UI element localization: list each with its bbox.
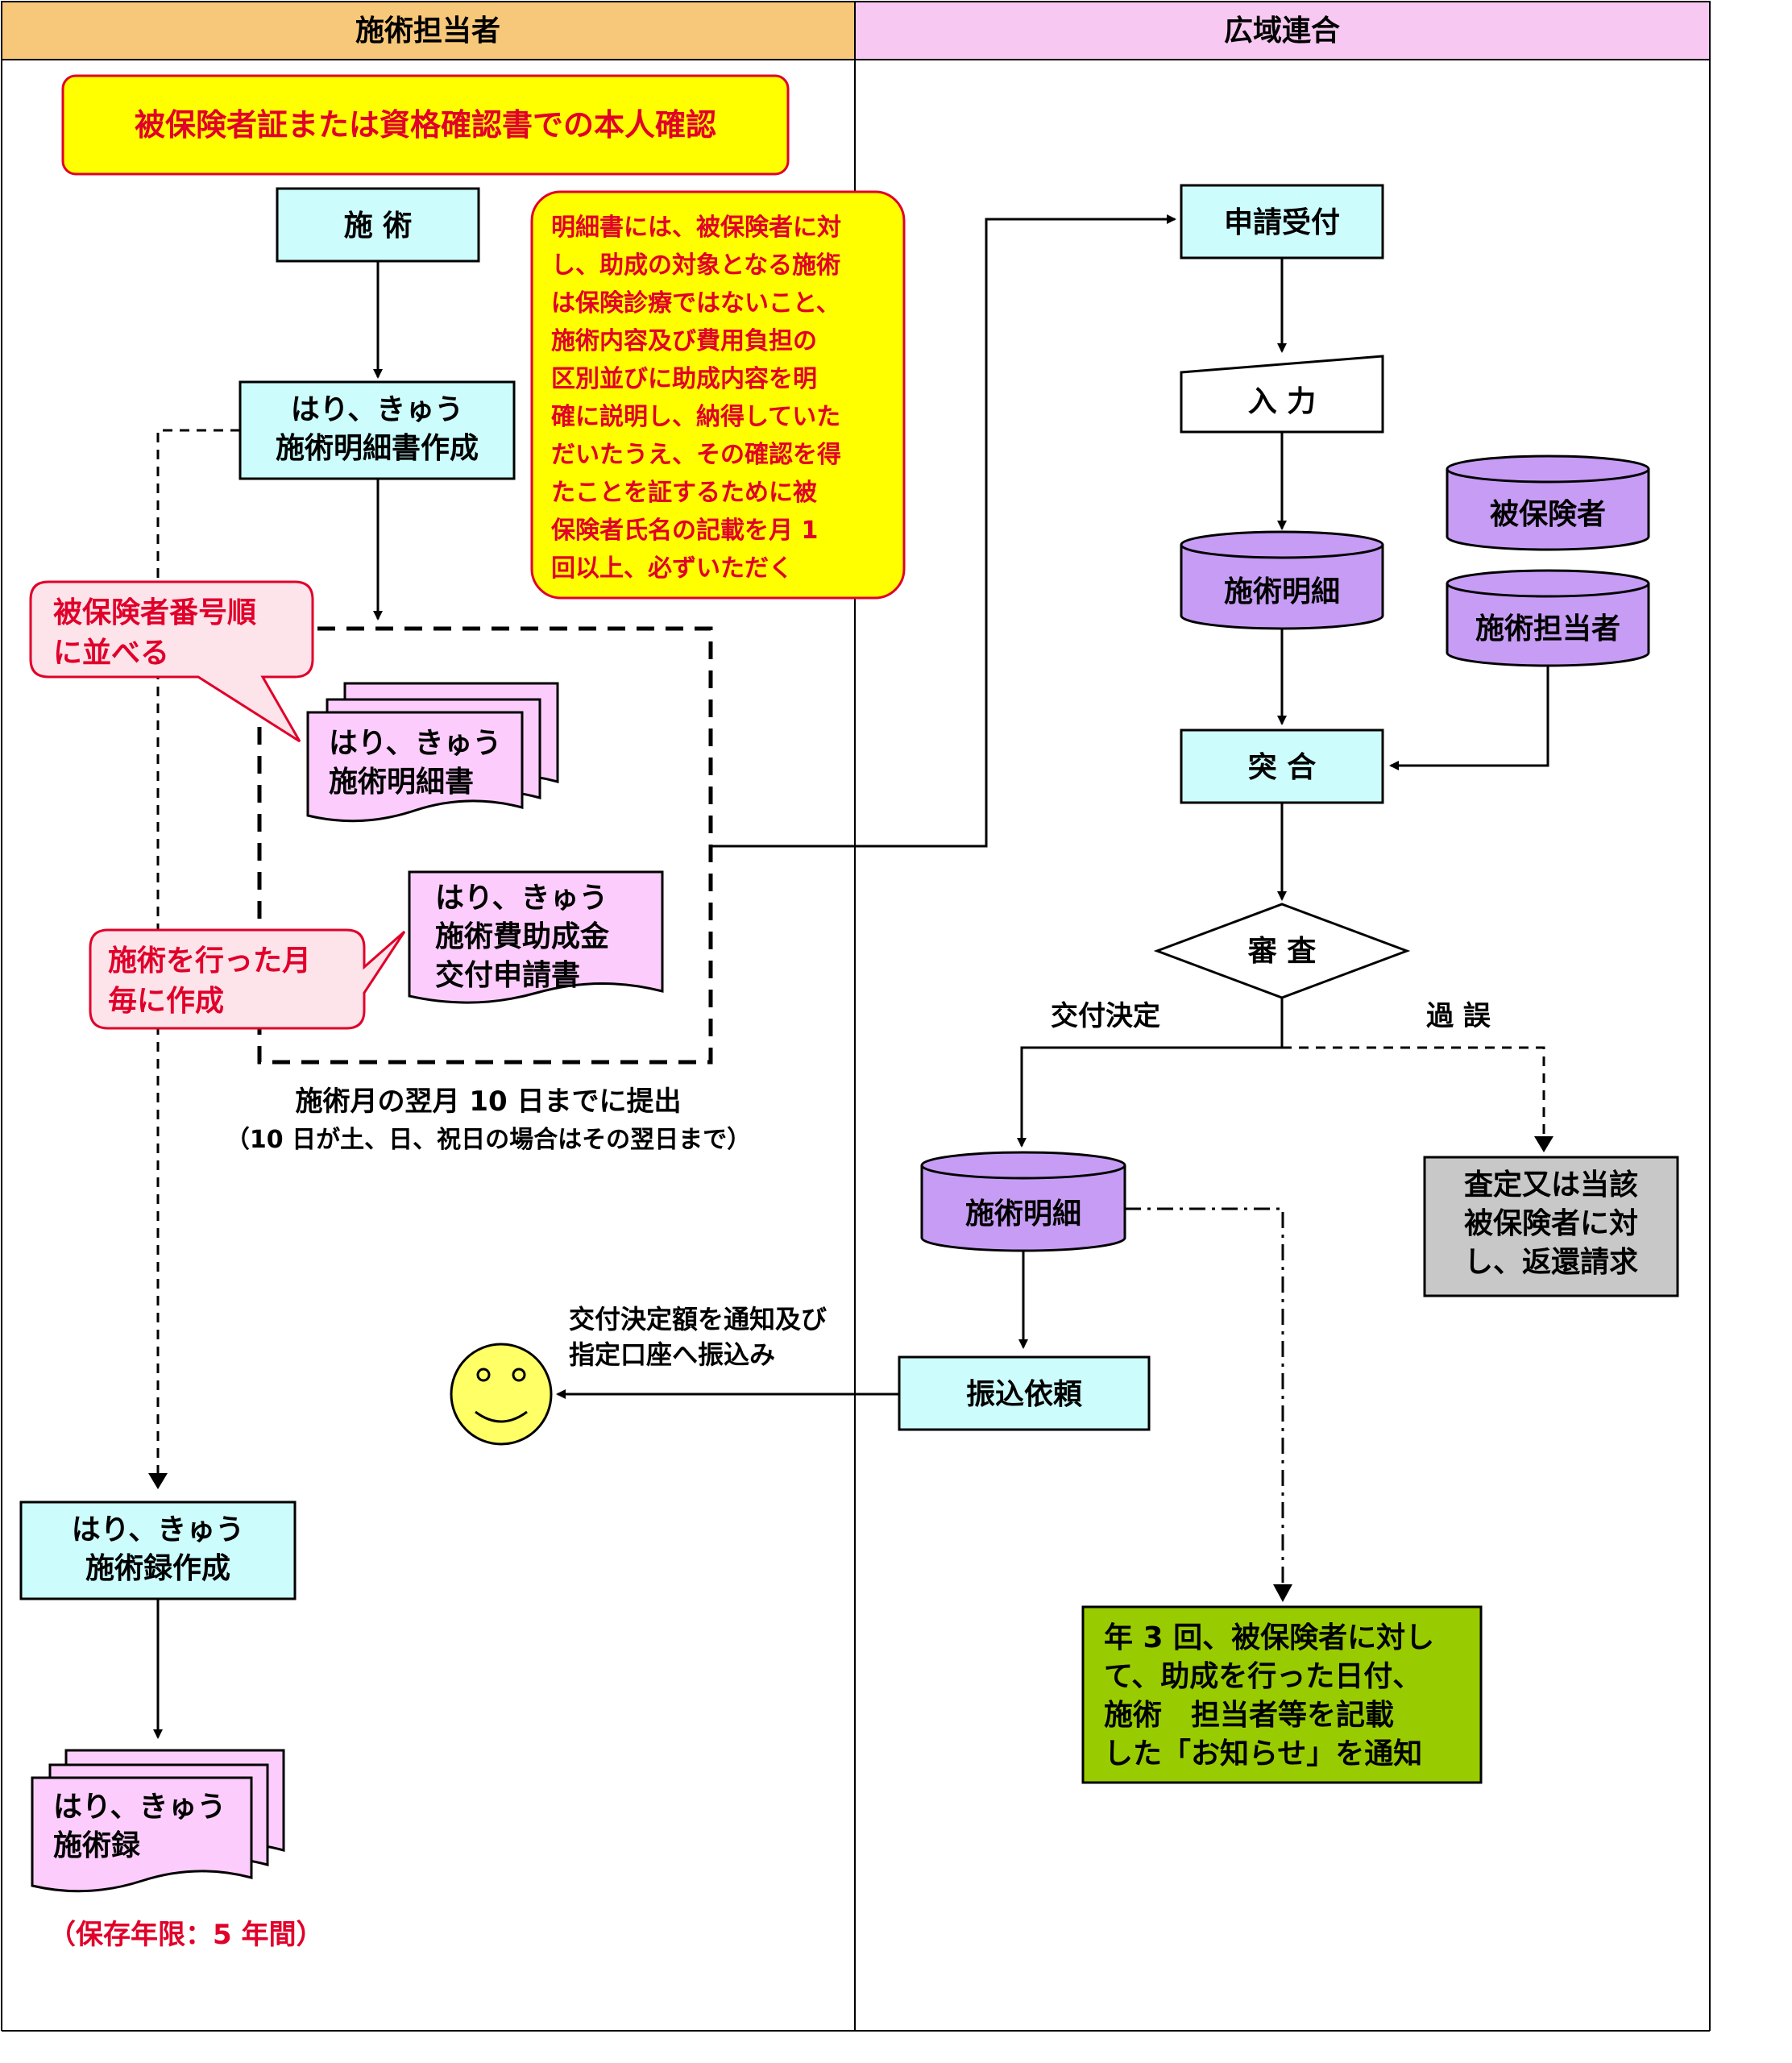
create-record-line2: 施術録作成 — [85, 1552, 230, 1585]
branch-error-label: 過 誤 — [1426, 1000, 1491, 1032]
transfer-text: 振込依頼 — [966, 1378, 1083, 1411]
explanation-note-line: たことを証するために被 — [551, 479, 817, 507]
deadline-text: 施術月の翌月 10 日までに提出 — [296, 1085, 682, 1118]
create-statement-box — [239, 380, 516, 480]
refund-box — [1423, 1156, 1679, 1297]
sort-callout-line1: 被保険者番号順 — [53, 596, 256, 629]
review-text: 審 査 — [1247, 935, 1317, 968]
notice-line3: 施術 担当者等を記載 — [1104, 1699, 1394, 1732]
explanation-note-line: は保険診療ではないこと、 — [551, 289, 840, 318]
create-statement-line2: 施術明細書作成 — [276, 432, 479, 465]
monthly-callout — [89, 928, 406, 1030]
matching-box — [1180, 728, 1384, 804]
dashed-review-arrowhead — [1534, 1136, 1553, 1152]
notice-line1: 年 3 回、被保険者に対し — [1104, 1621, 1434, 1654]
db-statement-body — [1180, 545, 1384, 630]
db-statement2-body — [920, 1165, 1126, 1252]
arrow-review-to-grant — [1017, 1046, 1282, 1148]
branch-grant-label: 交付決定 — [1051, 1000, 1160, 1032]
smiley-icon — [450, 1343, 553, 1446]
explanation-note-line: 区別並びに助成内容を明 — [551, 365, 817, 393]
create-statement-line1: はり、きゅう — [291, 393, 464, 426]
db-statement2-text: 施術明細 — [965, 1198, 1081, 1231]
explanation-note-text: 明細書には、被保険者に対 し、助成の対象となる施術 は保険診療ではないこと、 施… — [551, 214, 849, 583]
db-statement-text: 施術明細 — [1224, 575, 1340, 608]
explanation-note-line: 確に説明し、納得していた — [551, 403, 840, 431]
explanation-note-line: 回以上、必ずいただく — [551, 554, 793, 583]
identity-check-box — [61, 74, 790, 176]
monthly-callout-line2: 毎に作成 — [108, 985, 224, 1018]
sort-callout-line2: に並べる — [53, 637, 169, 670]
transfer-box — [898, 1355, 1151, 1431]
record-doc — [31, 1776, 253, 1893]
retention-text: （保存年限：5 年間） — [48, 1919, 324, 1951]
treatment-text: 施 術 — [344, 210, 413, 243]
dashed-route-to-record — [156, 429, 240, 1486]
db-statement-top — [1180, 530, 1384, 559]
db-statement2-top — [920, 1151, 1126, 1180]
lane-header-left: 施術担当者 — [355, 15, 500, 48]
dashdot-db2-to-notice — [1125, 1207, 1284, 1589]
record-doc-line2: 施術録 — [53, 1829, 141, 1862]
lane-header-left-bg — [1, 1, 856, 60]
input-box — [1180, 355, 1384, 434]
input-text: 入 力 — [1248, 385, 1317, 418]
application-doc-line3: 交付申請書 — [435, 958, 580, 992]
arrow-bundle-to-reception — [711, 214, 1176, 848]
explanation-note-line: 保険者氏名の記載を月 1 — [551, 517, 818, 545]
notify-label-line1: 交付決定額を通知及び — [569, 1304, 827, 1335]
explanation-note-line: し、助成の対象となる施術 — [551, 251, 840, 280]
application-doc — [408, 870, 664, 1004]
db-insured-top — [1446, 455, 1650, 484]
lane-header-right: 広域連合 — [1224, 15, 1340, 48]
create-record-box — [19, 1501, 297, 1600]
db-practitioner-text: 施術担当者 — [1475, 612, 1620, 645]
arrow-dbs-to-matching — [1389, 666, 1549, 770]
db-practitioner-body — [1446, 583, 1650, 667]
matching-text: 突 合 — [1248, 751, 1317, 784]
dashed-route-arrowhead-fill — [148, 1473, 168, 1489]
refund-line3: し、返還請求 — [1464, 1246, 1638, 1279]
reception-box — [1180, 184, 1384, 259]
statement-doc-line1: はり、きゅう — [329, 727, 502, 760]
explanation-note-line: 施術内容及び費用負担の — [551, 327, 817, 355]
record-doc-line1: はり、きゅう — [53, 1791, 226, 1824]
db-practitioner-top — [1446, 569, 1650, 598]
db-insured-body — [1446, 469, 1650, 551]
refund-line1: 査定又は当該 — [1464, 1168, 1638, 1202]
notice-line2: て、助成を行った日付、 — [1104, 1660, 1421, 1693]
identity-check-text: 被保険者証または資格確認書での本人確認 — [135, 107, 716, 143]
reception-text: 申請受付 — [1224, 206, 1340, 239]
statement-doc-line2: 施術明細書 — [329, 766, 474, 799]
explanation-note-line: 明細書には、被保険者に対 — [551, 214, 841, 242]
notify-label-line2: 指定口座へ振込み — [569, 1339, 775, 1370]
refund-line2: 被保険者に対 — [1464, 1207, 1638, 1240]
treatment-box — [276, 187, 480, 263]
db-insured-text: 被保険者 — [1490, 498, 1606, 531]
deadline-note: （10 日が土、日、祝日の場合はその翌日まで） — [226, 1126, 751, 1154]
notice-box — [1081, 1605, 1483, 1784]
lane-header-right-bg — [854, 1, 1711, 60]
explanation-note-box — [530, 190, 906, 600]
application-doc-line2: 施術費助成金 — [435, 919, 610, 953]
dashed-review-to-refund — [1282, 1046, 1545, 1139]
dashdot-arrowhead — [1273, 1584, 1292, 1602]
application-doc-line1: はり、きゅう — [435, 882, 608, 915]
monthly-callout-line1: 施術を行った月 — [108, 944, 311, 978]
explanation-note-line: だいたうえ、その確認を得 — [551, 441, 841, 469]
notice-line4: した「お知らせ」を通知 — [1104, 1737, 1422, 1770]
sort-callout — [29, 580, 314, 743]
statement-doc — [306, 711, 524, 823]
create-record-line1: はり、きゅう — [72, 1513, 245, 1546]
